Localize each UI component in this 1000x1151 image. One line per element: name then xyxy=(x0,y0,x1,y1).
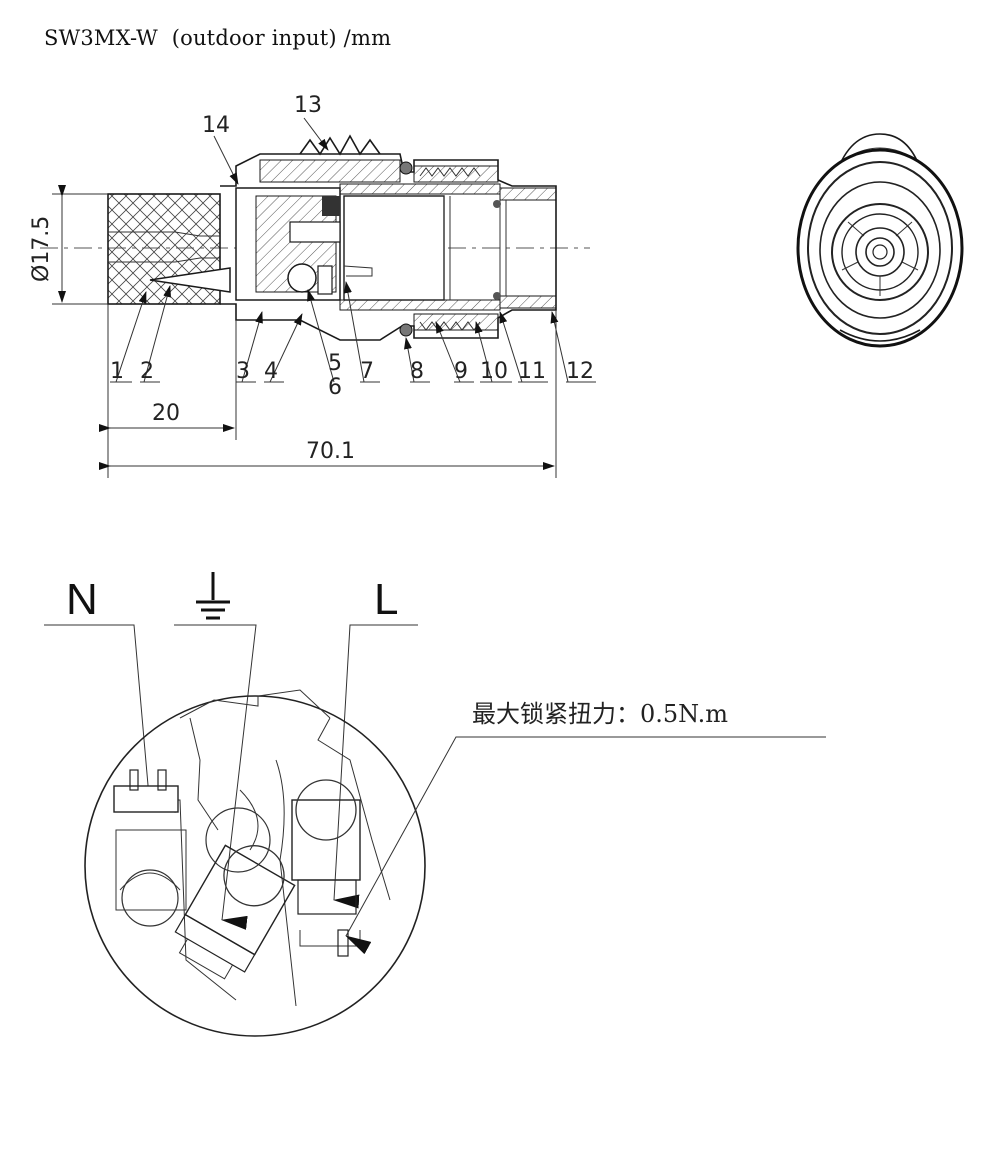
callout-2: 2 xyxy=(140,359,154,384)
ground-icon xyxy=(196,572,230,620)
pin-label-live: L xyxy=(374,575,398,624)
contact-ball xyxy=(287,263,317,293)
terminal-ground xyxy=(174,844,296,980)
callout-3: 3 xyxy=(236,359,250,384)
inner-sleeve xyxy=(343,195,445,301)
terminal-neutral xyxy=(113,769,187,927)
callout-11: 11 xyxy=(518,359,546,384)
insert-face-outline xyxy=(84,695,426,1037)
o-ring-bottom xyxy=(399,323,413,337)
coupling-nut xyxy=(259,159,401,183)
callout-5: 5 xyxy=(328,351,342,376)
callout-1: 1 xyxy=(110,359,124,384)
side-section-view: Ø17.5 20 70.1 1 2 3 4 5 6 7 8 9 10 11 xyxy=(29,93,596,478)
length-dimension-total: 70.1 xyxy=(306,439,355,464)
callout-9: 9 xyxy=(454,359,468,384)
front-end-view xyxy=(796,133,964,348)
callout-13: 13 xyxy=(294,93,322,118)
callout-7: 7 xyxy=(360,359,374,384)
drawing-title: SW3MX-W (outdoor input) /mm xyxy=(44,26,392,50)
callout-12: 12 xyxy=(566,359,594,384)
pin-layout-view: N L xyxy=(44,572,826,1037)
callout-4: 4 xyxy=(264,359,278,384)
callout-14: 14 xyxy=(202,113,230,138)
callout-10: 10 xyxy=(480,359,508,384)
length-dimension-20: 20 xyxy=(152,401,180,426)
pin-label-neutral: N xyxy=(66,575,98,624)
callout-8: 8 xyxy=(410,359,424,384)
o-ring-top xyxy=(399,161,413,175)
torque-note: 最大锁紧扭力：0.5N.m xyxy=(472,700,728,728)
thread-teeth xyxy=(299,134,381,156)
seal-wedge xyxy=(149,267,231,293)
callout-6: 6 xyxy=(328,375,342,400)
diameter-dimension: Ø17.5 xyxy=(29,216,54,282)
